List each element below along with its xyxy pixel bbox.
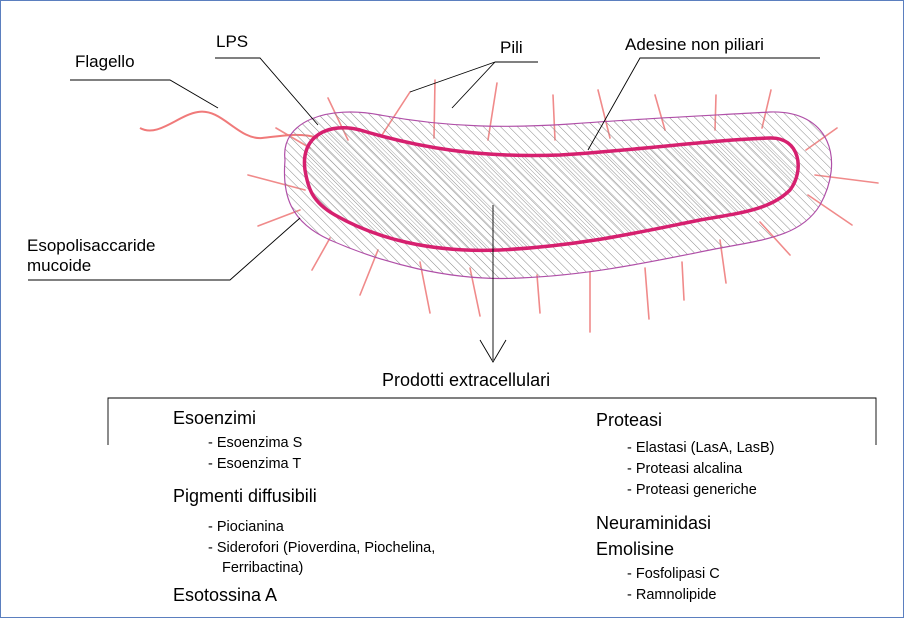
label-pili: Pili bbox=[500, 38, 523, 58]
siderofori: - Siderofori (Pioverdina, Piochelina, bbox=[208, 539, 435, 558]
neuraminidasi-title: Neuraminidasi bbox=[596, 513, 711, 534]
piocianina: - Piocianina bbox=[208, 518, 284, 537]
emolisine-title: Emolisine bbox=[596, 539, 674, 560]
products-title: Prodotti extracellulari bbox=[382, 370, 550, 391]
elastasi: - Elastasi (LasA, LasB) bbox=[627, 439, 774, 458]
proteasi-generiche: - Proteasi generiche bbox=[627, 481, 757, 500]
label-flagello: Flagello bbox=[75, 52, 135, 72]
esotossina-title: Esotossina A bbox=[173, 585, 277, 606]
label-adesine-non-piliari: Adesine non piliari bbox=[625, 35, 764, 55]
proteasi-title: Proteasi bbox=[596, 410, 662, 431]
esoenzimi-title: Esoenzimi bbox=[173, 408, 256, 429]
pigmenti-title: Pigmenti diffusibili bbox=[173, 486, 317, 507]
ramnolipide: - Ramnolipide bbox=[627, 586, 716, 605]
esoenzima-s: - Esoenzima S bbox=[208, 434, 302, 453]
label-esopolisaccaride-line2: mucoide bbox=[27, 256, 91, 276]
label-lps: LPS bbox=[216, 32, 248, 52]
fosfolipasi-c: - Fosfolipasi C bbox=[627, 565, 720, 584]
esoenzima-t: - Esoenzima T bbox=[208, 455, 301, 474]
proteasi-alcalina: - Proteasi alcalina bbox=[627, 460, 742, 479]
label-esopolisaccaride-line1: Esopolisaccaride bbox=[27, 236, 156, 256]
ferribactina: Ferribactina) bbox=[222, 559, 303, 578]
